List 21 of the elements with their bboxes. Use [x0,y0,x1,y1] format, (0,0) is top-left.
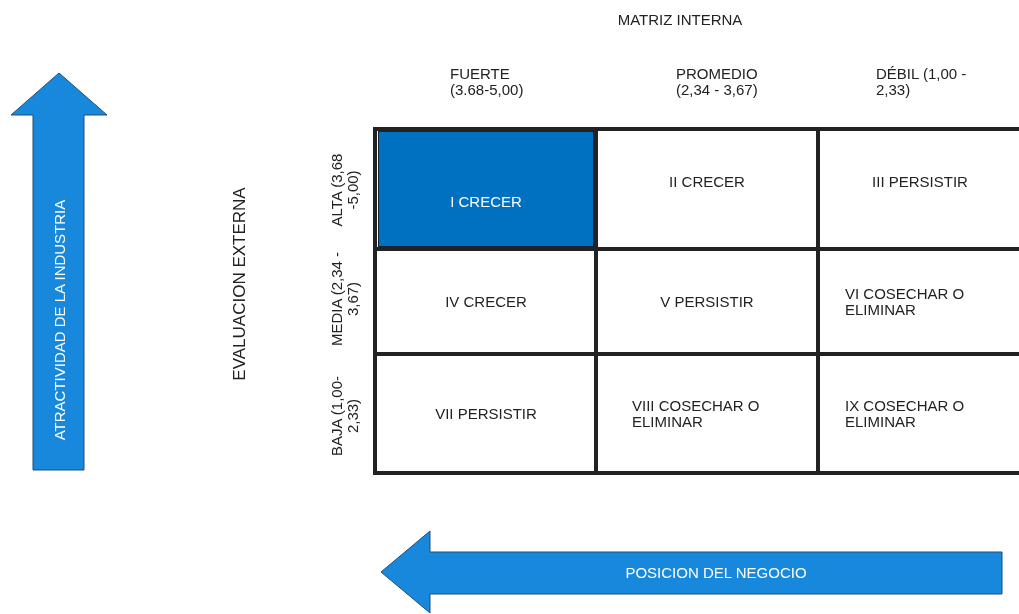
matrix-cell: IX COSECHAR O ELIMINAR [820,356,1019,471]
matrix-cell: VIII COSECHAR O ELIMINAR [598,356,816,471]
matrix-cell: VI COSECHAR O ELIMINAR [820,251,1019,352]
matrix-cell: V PERSISTIR [598,251,816,352]
axis-title: EVALUACION EXTERNA [231,186,249,383]
left-arrow [380,530,1005,614]
row-header: BAJA (1,00-2,33) [329,375,361,459]
column-header: PROMEDIO (2,34 - 3,67) [676,66,759,98]
diagram-title: MATRIZ INTERNA [616,12,744,28]
matrix-cell: III PERSISTIR [820,131,1019,247]
matrix-cell: II CRECER [598,131,816,247]
matrix-cell: VII PERSISTIR [378,356,594,471]
column-header: FUERTE (3.68-5,00) [450,66,525,98]
column-header: DÉBIL (1,00 - 2,33) [876,66,968,98]
arrow-label: POSICION DEL NEGOCIO [624,565,808,581]
up-arrow [10,72,108,472]
arrow-label: ATRACTIVIDAD DE LA INDUSTRIA [52,198,68,443]
row-header: MEDIA (2,34 - 3,67) [329,250,361,349]
matrix-cell: IV CRECER [378,251,594,352]
row-header: ALTA (3,68 -5,00) [329,152,361,229]
highlighted-cell: I CRECER [378,131,594,247]
